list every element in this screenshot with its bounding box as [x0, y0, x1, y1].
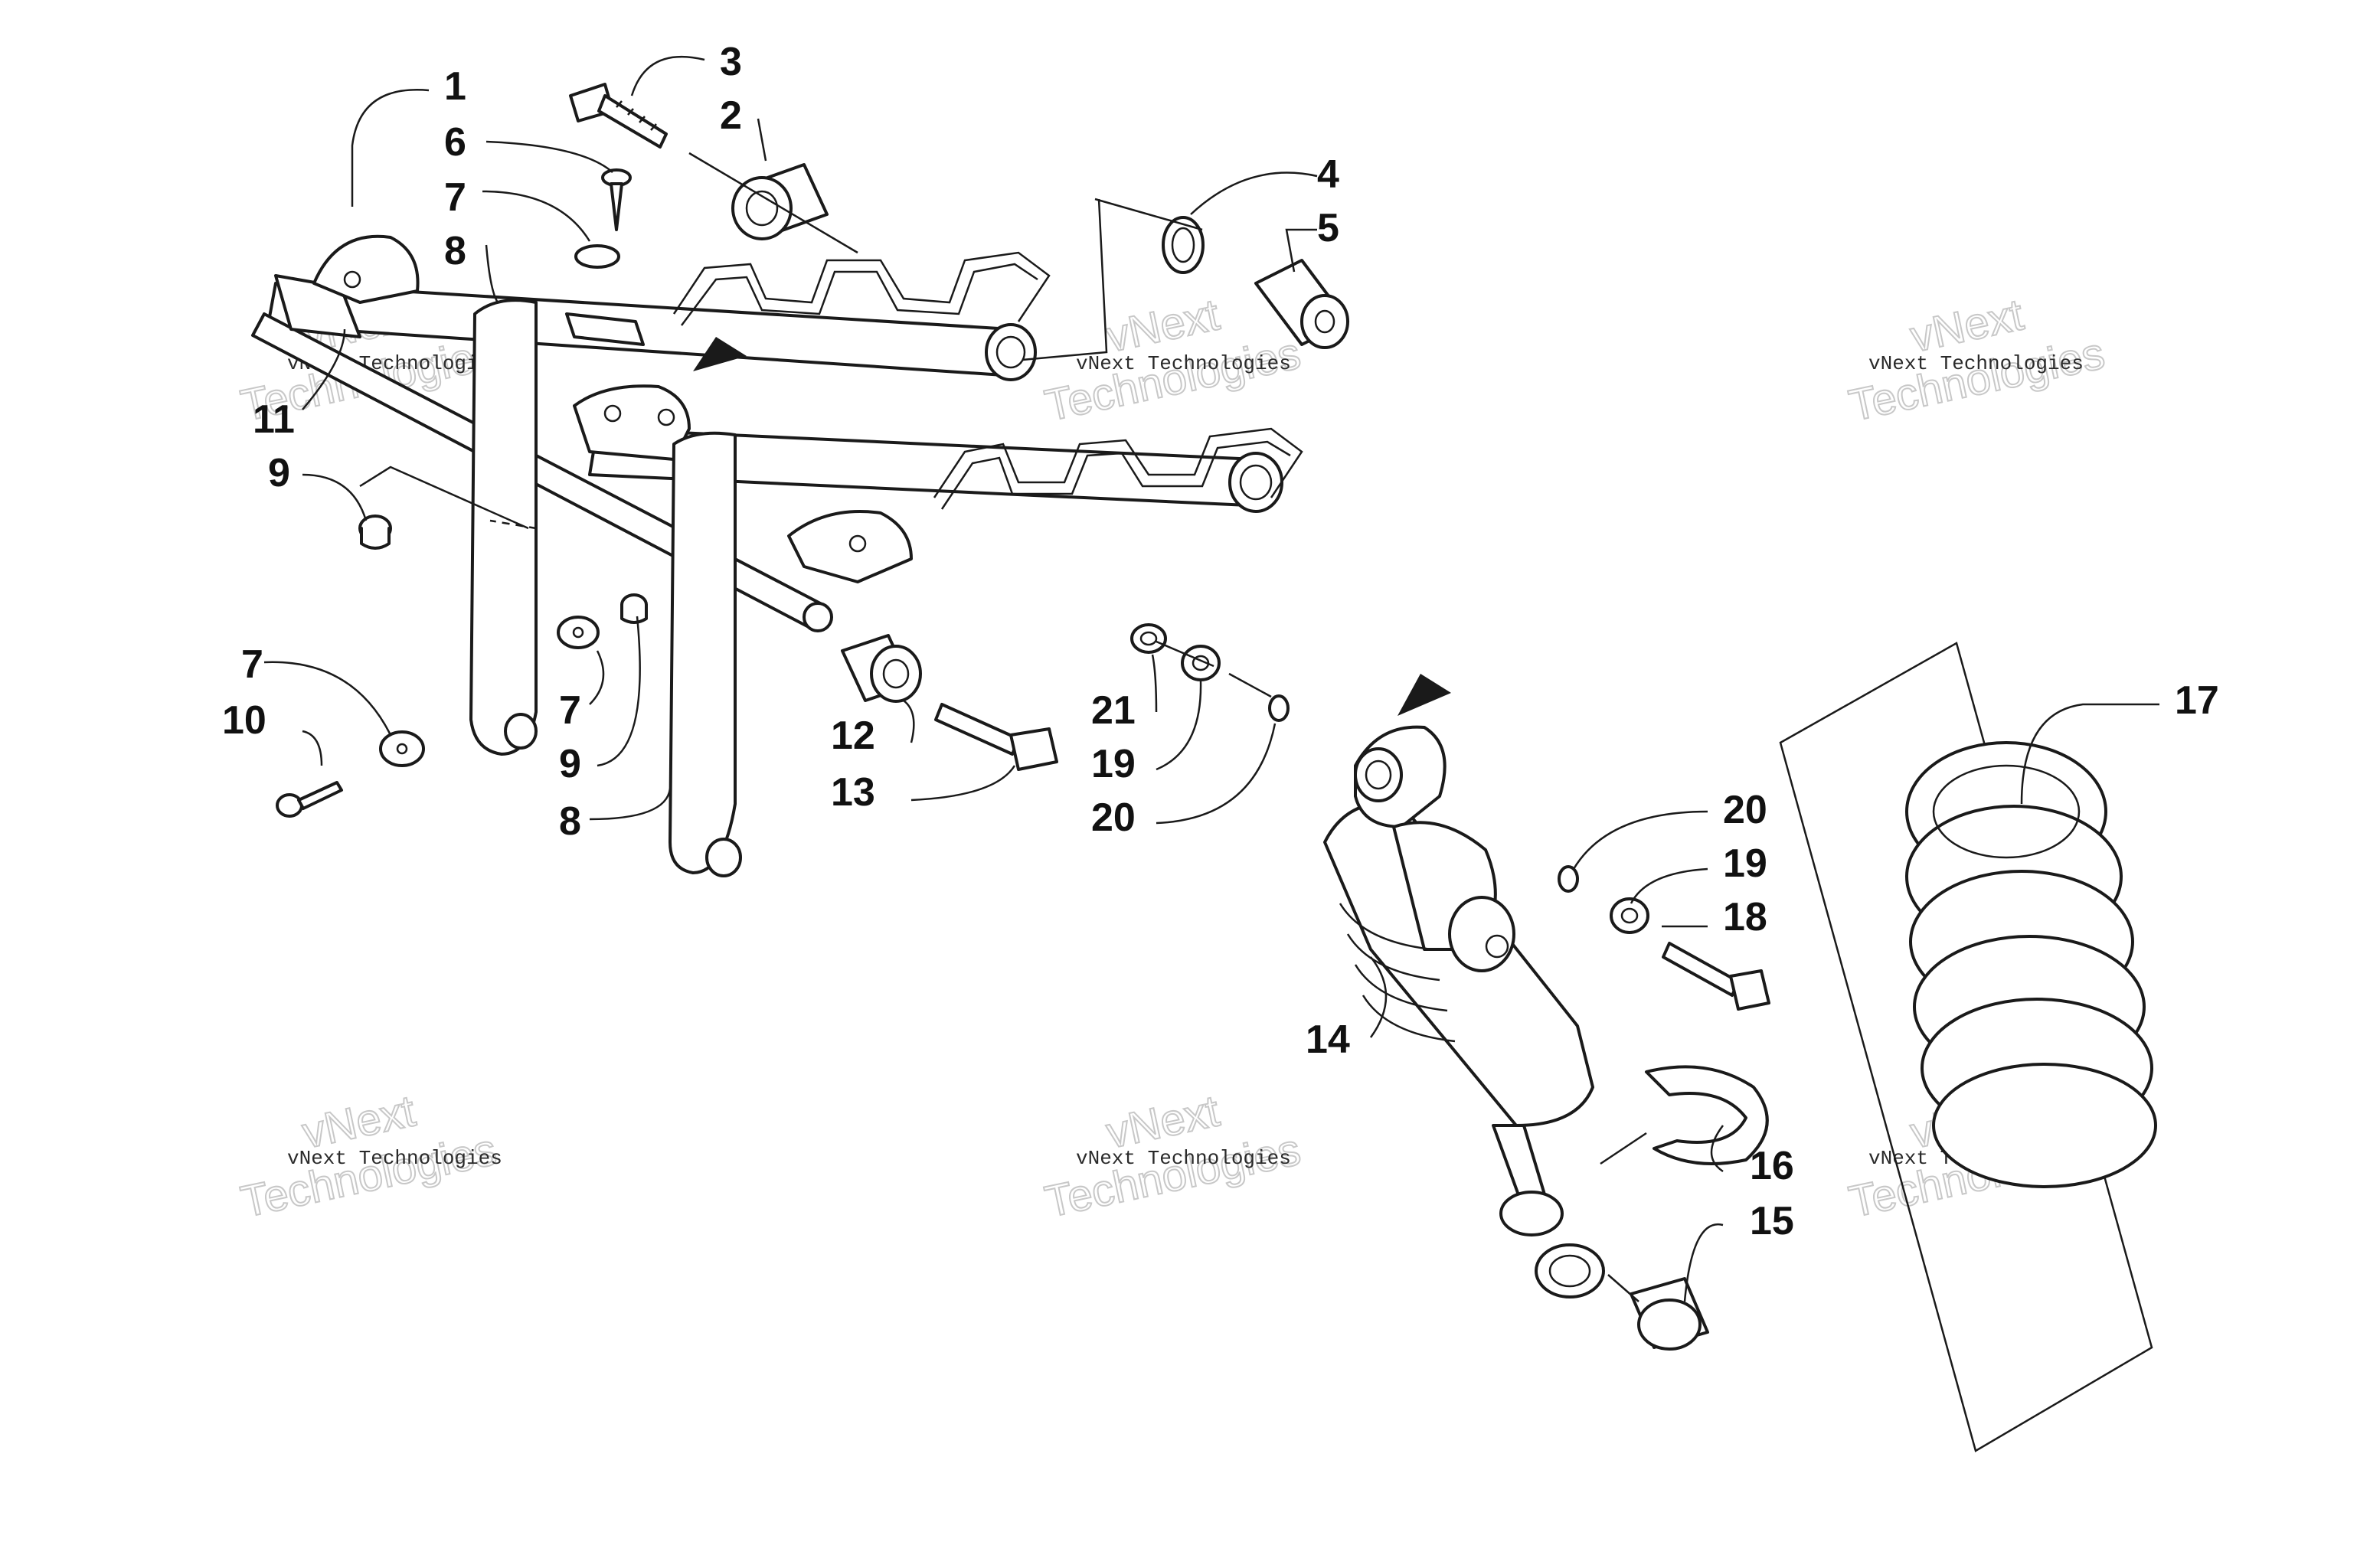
callout-6: 6 — [444, 120, 466, 165]
bushing-15 — [1630, 1277, 1709, 1351]
callout-21: 21 — [1091, 688, 1136, 733]
callout-19-right: 19 — [1723, 841, 1767, 886]
upper-wire-frame — [672, 251, 1051, 322]
callout-9-mid: 9 — [559, 742, 581, 786]
hanger-link-right — [669, 431, 737, 874]
callout-4: 4 — [1317, 152, 1339, 197]
callout-8-top: 8 — [444, 229, 466, 273]
mount-plate — [565, 312, 645, 346]
direction-arrow-upper — [693, 337, 747, 371]
callout-3: 3 — [720, 40, 742, 84]
bushing-12 — [841, 634, 922, 703]
lower-tube-end — [1228, 452, 1283, 513]
bushing-5 — [1254, 259, 1349, 349]
bushing-19-right — [1610, 897, 1649, 934]
nut-9-left — [358, 514, 392, 550]
callout-5: 5 — [1317, 206, 1339, 250]
watermark-bottom-center: vNext Technologies vNext Technologies — [1040, 1085, 1306, 1227]
callout-2: 2 — [720, 93, 742, 138]
spring-retainer-16 — [1645, 1065, 1769, 1165]
callout-8-bottom: 8 — [559, 799, 581, 844]
watermark-text: vNext Technologies — [1868, 352, 2084, 375]
callout-13: 13 — [831, 770, 875, 815]
center-bracket — [573, 384, 691, 461]
direction-arrow-shock — [1398, 674, 1451, 716]
screw-6 — [601, 168, 632, 231]
callout-14: 14 — [1306, 1018, 1350, 1062]
washer-7-lower-left — [379, 730, 425, 767]
callout-7-top: 7 — [444, 175, 466, 220]
nut-21 — [1130, 623, 1167, 654]
callout-12: 12 — [831, 714, 875, 758]
front-arm-assembly — [251, 234, 1303, 877]
washer-4 — [1162, 216, 1205, 274]
callout-18: 18 — [1723, 895, 1767, 939]
screw-10 — [276, 781, 343, 818]
upper-tube-end — [985, 323, 1037, 381]
callout-17: 17 — [2175, 678, 2219, 723]
watermark-text: vNext Technologies — [1076, 1147, 1291, 1170]
washer-7-top — [574, 244, 620, 269]
watermark-top-center: vNext Technologies vNext Technologies — [1040, 289, 1306, 431]
oring-20-top — [1268, 694, 1290, 722]
callout-7-mid: 7 — [559, 688, 581, 733]
washer-7-mid — [557, 616, 600, 649]
callout-1: 1 — [444, 64, 466, 109]
callout-15: 15 — [1750, 1199, 1794, 1243]
callout-19-left: 19 — [1091, 742, 1136, 786]
bushing-2 — [731, 163, 829, 240]
coil-spring-17 — [1905, 741, 2157, 1188]
callout-16: 16 — [1750, 1144, 1794, 1188]
bolt-18 — [1662, 942, 1770, 1011]
bushing-19-top — [1181, 645, 1221, 681]
oring-20-right — [1558, 865, 1579, 893]
watermark-text: vNext Technologies — [287, 1147, 502, 1170]
callout-labels: 1 3 2 6 7 8 4 5 11 9 7 10 7 9 8 12 13 21… — [222, 40, 2219, 1243]
watermark-bottom-left: vNext Technologies vNext Technologies — [236, 1085, 502, 1227]
spring-boundary-box — [1779, 642, 2153, 1452]
callout-20-left: 20 — [1091, 795, 1136, 840]
leader-lines — [263, 55, 2159, 1302]
bolt-13 — [934, 703, 1058, 771]
nut-9-mid — [620, 593, 648, 624]
bushing-clamp-1 — [312, 234, 420, 304]
watermark-top-right: vNext Technologies vNext Technologies — [1844, 289, 2110, 431]
callout-10: 10 — [222, 698, 266, 743]
callout-11: 11 — [253, 397, 295, 442]
shock-absorber-14 — [1323, 725, 1605, 1298]
callout-7-left: 7 — [241, 642, 263, 687]
bolt-3 — [569, 83, 668, 149]
lower-wire-frame — [933, 427, 1303, 498]
watermark-text: vNext Technologies — [1076, 352, 1291, 375]
callout-9-left: 9 — [268, 451, 290, 495]
callout-20-right: 20 — [1723, 788, 1767, 832]
